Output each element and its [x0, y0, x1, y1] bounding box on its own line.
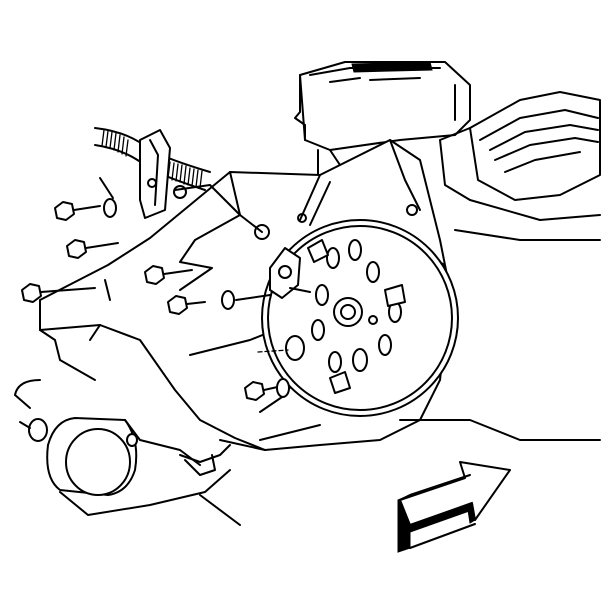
lower-outline: [14, 379, 601, 526]
bolt-4: [144, 265, 193, 285]
bolts: [21, 201, 283, 401]
flexplate: [261, 219, 459, 417]
bolt-5: [167, 295, 206, 315]
harness-bracket: [99, 129, 171, 219]
washers: [103, 198, 305, 398]
bolt-2: [66, 239, 119, 259]
starter-motor: [19, 417, 231, 496]
direction-arrow: [397, 461, 511, 553]
bolt-1: [54, 201, 101, 221]
bracket-center: [235, 247, 311, 353]
bolt-3: [21, 283, 96, 303]
engine-block: [294, 61, 471, 181]
valve-cover-right: [439, 91, 601, 241]
